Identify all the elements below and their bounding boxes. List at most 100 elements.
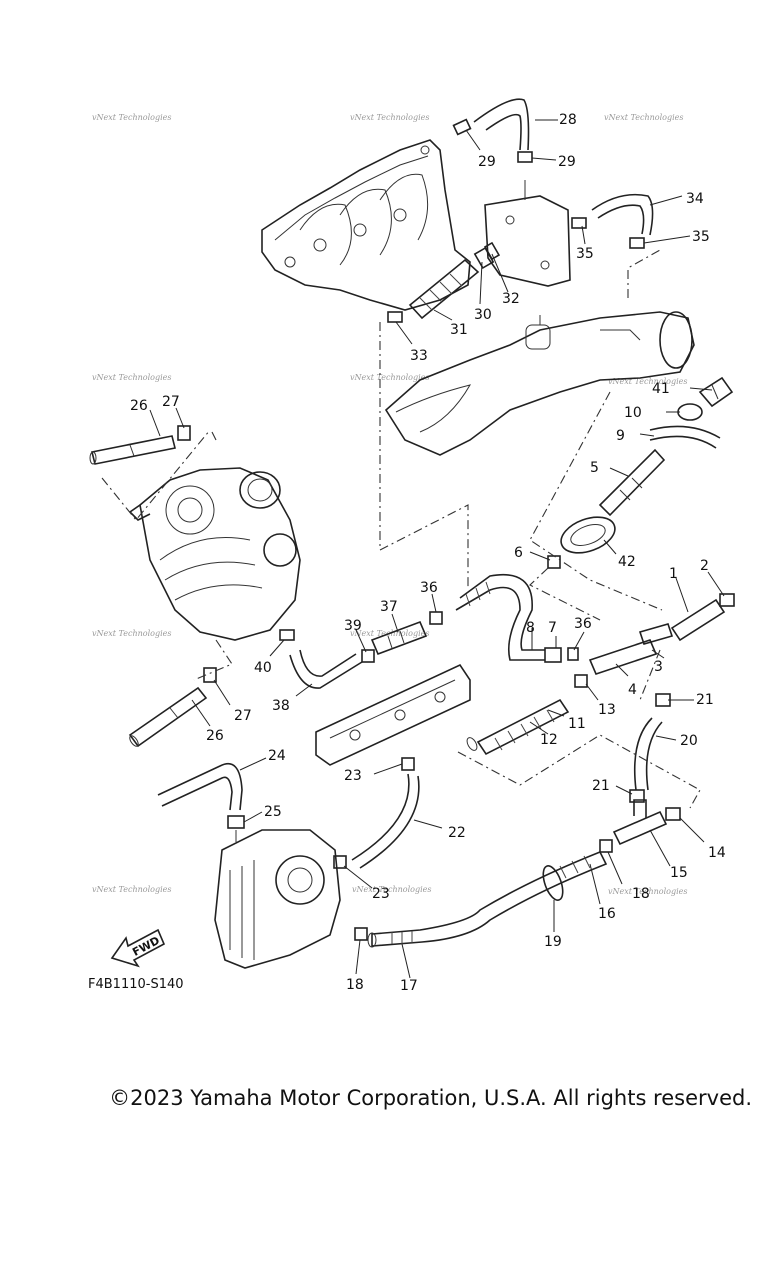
callout-35: 35 [576,246,594,262]
callout-41: 41 [652,381,670,397]
callout-25: 25 [264,804,282,820]
callout-29: 29 [478,154,496,170]
callout-33: 33 [410,348,428,364]
rail-block [315,663,471,766]
clamp-36 [429,611,443,625]
clamp-27 [203,667,217,683]
callout-29: 29 [558,154,576,170]
callout-20: 20 [680,733,698,749]
fwd-label: FWD [130,934,162,959]
callout-23: 23 [344,768,362,784]
callout-38: 38 [272,698,290,714]
clamp-29 [452,118,533,163]
clamp-33 [387,311,403,323]
clamp-13 [574,674,588,688]
clamp-27 [177,425,191,441]
callout-6: 6 [514,545,523,561]
callout-15: 15 [670,865,688,881]
hose-8 [455,574,545,661]
bellows-12 [466,698,570,756]
part-10 [677,403,703,421]
callout-9: 9 [616,428,625,444]
watermark: vNext Technologies [92,629,171,638]
callout-18: 18 [346,977,364,993]
callout-30: 30 [474,307,492,323]
hose-22 [351,773,410,861]
clamp-23 [401,757,415,771]
clamp-35 [571,217,587,229]
part-32 [483,241,501,261]
jet-pump-housing [214,829,341,969]
callout-27: 27 [234,708,252,724]
part-7 [544,647,562,663]
reference-lines [101,249,701,809]
seal-42 [560,516,616,554]
hose-34 [591,193,654,236]
clamp-36 [567,647,579,661]
hose-31 [408,258,480,320]
exhaust-chamber [384,311,695,456]
watermark: vNext Technologies [350,373,429,382]
callout-16: 16 [598,906,616,922]
callout-11: 11 [568,716,586,732]
callout-42: 42 [618,554,636,570]
callout-10: 10 [624,405,642,421]
hose-38 [289,654,363,689]
callout-22: 22 [448,825,466,841]
hose-9 [649,425,721,439]
clamp-40 [279,629,295,641]
fwd-arrow-icon: FWD [110,928,166,968]
callout-28: 28 [559,112,577,128]
callout-24: 24 [268,748,286,764]
hose-24 [157,762,243,811]
callout-31: 31 [450,322,468,338]
callout-3: 3 [654,659,663,675]
callout-2: 2 [700,558,709,574]
hose-20 [633,717,653,791]
callout-labels: 28 29 29 34 35 35 30 32 31 33 27 26 41 1… [130,112,726,994]
clamp-35 [629,237,645,249]
pipe-5 [598,448,666,517]
hose-1 [670,598,726,642]
leader-lines [149,119,725,979]
watermark: vNext Technologies [608,887,687,896]
fitting-37 [370,620,428,656]
callout-21: 21 [592,778,610,794]
clamp-14 [665,807,681,821]
callout-36: 36 [574,616,592,632]
callout-5: 5 [590,460,599,476]
callout-7: 7 [548,620,557,636]
watermark: vNext Technologies [92,373,171,382]
callout-18: 18 [632,886,650,902]
copyright-notice: ©2023 Yamaha Motor Corporation, U.S.A. A… [109,1086,752,1110]
callout-23: 23 [372,886,390,902]
part-30 [473,246,495,270]
watermark: vNext Technologies [92,885,171,894]
clamp-23 [333,855,347,869]
callout-12: 12 [540,732,558,748]
fitting-4 [588,623,674,675]
callout-32: 32 [502,291,520,307]
callout-34: 34 [686,191,704,207]
callout-14: 14 [708,845,726,861]
callout-40: 40 [254,660,272,676]
clamp-6 [547,555,561,569]
supercharger [128,467,301,641]
hose-26 [128,686,208,748]
watermark: vNext Technologies [350,113,429,122]
diagram-code: F4B1110-S140 [88,977,184,992]
clamp-18 [599,839,613,853]
joint-15 [612,799,668,846]
callout-37: 37 [380,599,398,615]
callout-26: 26 [130,398,148,414]
hose-26 [89,435,176,465]
watermark: vNext Technologies [604,113,683,122]
callout-36: 36 [420,580,438,596]
callout-8: 8 [526,620,535,636]
hose-28 [473,98,530,151]
callout-19: 19 [544,934,562,950]
callout-1: 1 [669,566,678,582]
clamp-2 [719,593,735,607]
callout-39: 39 [344,618,362,634]
clamp-19 [542,865,564,901]
